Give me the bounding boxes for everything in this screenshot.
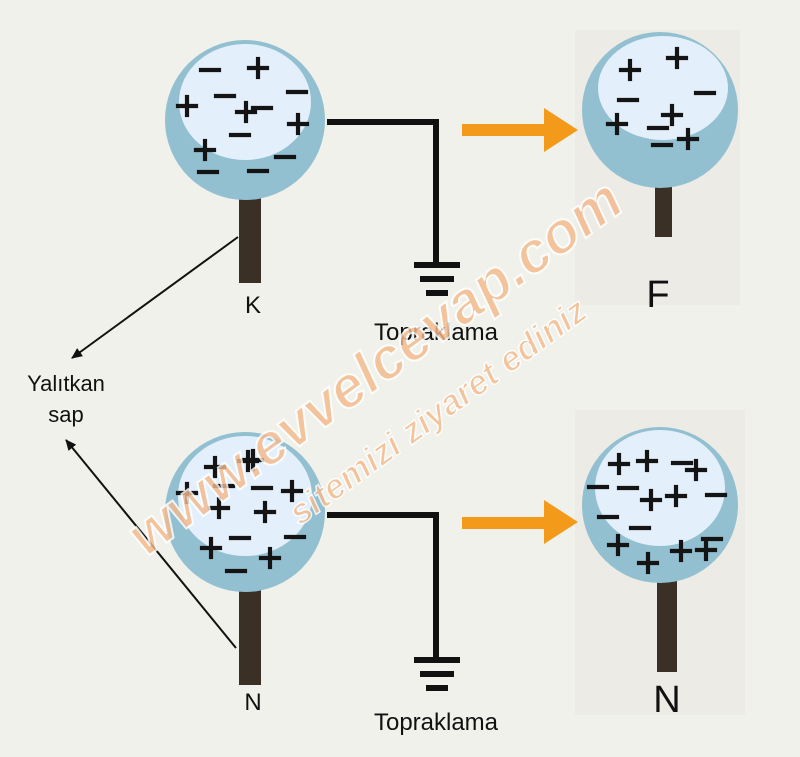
ground-wire-bottom [327, 512, 460, 691]
electroscope-k [165, 40, 325, 283]
ground-label-bottom: Topraklama [374, 709, 499, 736]
charges-n-left [175, 448, 307, 574]
charges-k [175, 56, 310, 175]
insulating-handle [239, 585, 261, 685]
label-n-left: N [244, 689, 261, 716]
wire [327, 512, 439, 657]
pointer-arrow-top [71, 236, 239, 359]
ground-symbol-icon [414, 262, 460, 296]
sphere-inner [595, 430, 725, 546]
charges-n-right [586, 449, 728, 575]
orange-arrow-icon [462, 500, 578, 544]
watermark-line1: www.evvelcevap.com [115, 166, 634, 568]
label-n-right: N [653, 679, 680, 721]
pointer-arrow-bottom [65, 439, 237, 649]
label-f: F [646, 274, 669, 316]
insulator-label-line2: sap [48, 402, 83, 427]
charges-f [605, 46, 717, 151]
electroscope-n-left [165, 432, 325, 685]
insulator-label-line1: Yalıtkan [27, 371, 105, 396]
insulating-handle [655, 175, 672, 237]
insulating-handle [657, 578, 677, 672]
label-k: K [245, 292, 261, 319]
wire [327, 119, 439, 262]
electroscope-f [582, 32, 738, 237]
electroscope-n-right [582, 427, 738, 672]
orange-arrow-icon [462, 108, 578, 152]
ground-label-top: Topraklama [374, 319, 499, 346]
ground-wire-top [327, 119, 460, 296]
insulating-handle [239, 185, 261, 283]
ground-symbol-icon [414, 657, 460, 691]
